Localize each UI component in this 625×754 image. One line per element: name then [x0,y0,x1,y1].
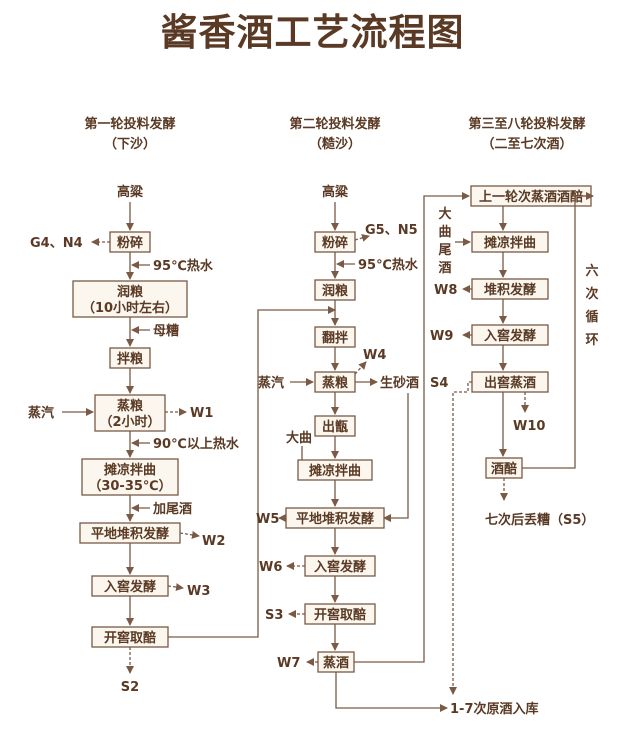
c1-duiji: 平地堆积发酵 [91,526,169,542]
c1-g4n4: G4、N4 [30,236,83,251]
c2-w4-arrow [354,361,367,375]
c3-tan-box [471,231,549,253]
c1-w3-arrow [167,583,184,592]
c1-mucao: 母糟 [153,323,179,339]
c1-zheng-1: 蒸粮 [117,398,144,414]
c1-hot90: 90℃以上热水 [153,436,240,452]
c2-daqu: 大曲 [286,430,312,446]
c1-banliang: 拌粮 [117,351,144,367]
c1-run-1: 润粮 [117,284,144,300]
c1-tan-2: （30-35℃） [88,478,171,494]
c3-s4-line [449,381,472,695]
c1-run-2: （10小时左右） [82,300,178,316]
c3-s5: 七次后丢糟（S5） [485,512,594,528]
c2-w5: W5 [256,512,279,527]
c2-yuanjiu: 1-7次原酒入库 [450,701,539,717]
c2-to-store [335,672,448,712]
c1-kaijiao: 开窖取醅 [104,630,156,646]
c2-zhengjiu: 蒸酒 [323,655,349,671]
c2-shengsha: 生砂酒 [380,375,419,391]
c2-to-c3-connector [354,192,470,663]
col1-raw: 高粱 [117,184,144,200]
c1-tan-box [81,458,179,496]
c1-zheng-2: （2小时） [99,414,160,430]
col2-header-2: （糙沙） [309,136,361,152]
c2-run: 润粮 [322,283,349,299]
c2-g5-arrow [354,234,370,242]
c2-w6: W6 [259,560,282,575]
col3-header-1: 第三至八轮投料发酵 [468,116,585,132]
c1-hot95: 95℃热水 [153,258,214,274]
c2-g5n5: G5、N5 [365,223,418,238]
c3-duiji: 堆积发酵 [484,282,536,298]
c3-side-1: 大 [438,206,451,222]
c2-s3: S3 [265,608,283,623]
c1-w1: W1 [190,406,213,421]
c2-crush: 粉碎 [322,235,348,251]
col1-header-2: （下沙） [104,136,156,152]
c3-cycle-2: 次 [585,286,598,302]
c2-steam: 蒸汽 [258,375,284,391]
c3-rujiao: 入窖发酵 [484,328,536,344]
c1-to-c2-connector [168,306,336,638]
c3-side-3: 尾 [438,243,451,258]
c1-w2: W2 [202,534,225,549]
c1-crush: 粉碎 [117,235,143,251]
c3-cycle-4: 环 [585,333,598,348]
c2-duiji: 平地堆积发酵 [296,511,374,527]
c3-side-4: 酒 [438,261,451,276]
c3-cycle-1: 六 [585,263,598,279]
c1-rujiao: 入窖发酵 [104,579,156,595]
c2-w4: W4 [363,348,386,363]
c2-kaijiao: 开窖取醅 [314,607,366,623]
c2-rujiao: 入窖发酵 [314,559,366,575]
col3-header-2: （二至七次酒） [481,136,572,152]
col2-header-1: 第二轮投料发酵 [289,116,380,132]
c1-w2-arrow [179,530,200,539]
c1-w3: W3 [187,584,210,599]
c2-shengsha-loop [383,393,409,522]
col1-header-1: 第一轮投料发酵 [84,116,175,132]
c2-hot95: 95℃热水 [358,257,419,273]
c3-side-2: 曲 [438,224,451,240]
c2-tan: 摊凉拌曲 [309,463,361,479]
c2-w7: W7 [277,656,300,671]
c2-fanban: 翻拌 [322,330,348,346]
c1-jiawei: 加尾酒 [152,502,192,517]
c3-tan: 摊凉拌曲 [484,235,536,251]
c2-chuzeng: 出甑 [322,419,348,435]
c3-s4: S4 [430,376,448,391]
c3-w8: W8 [434,283,457,298]
c3-chujiao: 出窖蒸酒 [484,375,536,391]
c3-top: 上一轮次蒸酒酒醅 [479,189,583,205]
c1-steam: 蒸汽 [28,405,54,421]
c3-w9: W9 [430,329,453,344]
c3-w10: W10 [513,419,545,434]
col2-raw: 高粱 [322,184,349,200]
c3-cycle-3: 循 [585,309,598,325]
c1-s2: S2 [121,680,139,695]
c1-tan-1: 摊凉拌曲 [104,462,156,478]
c3-jiupei: 酒醅 [491,461,517,477]
page-title: 酱香酒工艺流程图 [160,10,465,54]
c2-zheng: 蒸粮 [322,375,349,391]
